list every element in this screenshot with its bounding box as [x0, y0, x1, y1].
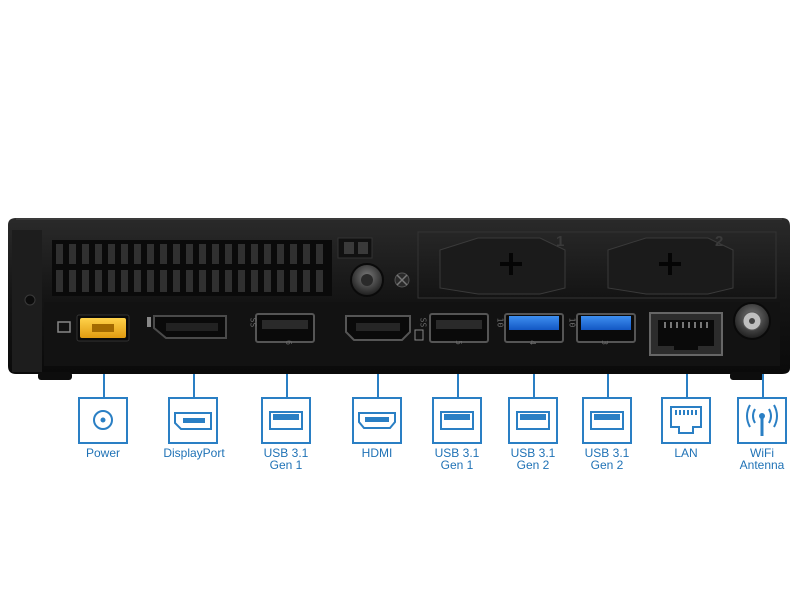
- label-wifi: WiFi Antenna: [707, 447, 800, 471]
- label-power: Power: [58, 447, 148, 459]
- label-line: Gen 1: [440, 458, 474, 472]
- gen2-mark-a: 10: [495, 317, 505, 328]
- label-line: USB 3.1: [510, 446, 556, 460]
- callout-line-usb3: [607, 374, 609, 397]
- label-line: Gen 2: [590, 458, 624, 472]
- callout-line-wifi: [762, 374, 764, 397]
- label-usb3: USB 3.1 Gen 2: [562, 447, 652, 471]
- gen2-mark-b: 10: [567, 317, 577, 328]
- label-lan: LAN: [641, 447, 731, 459]
- label-line: DisplayPort: [163, 446, 225, 460]
- usb-mark-4: 4: [527, 340, 537, 345]
- label-line: LAN: [674, 446, 698, 460]
- bay-number-1: 1: [556, 233, 565, 250]
- label-line: HDMI: [361, 446, 393, 460]
- ss-mark-b: SS: [418, 317, 428, 328]
- label-line: Antenna: [739, 458, 785, 472]
- label-usb4: USB 3.1 Gen 2: [488, 447, 578, 471]
- wifi-antenna-icon: [737, 397, 787, 444]
- callout-line-usb4: [533, 374, 535, 397]
- label-line: USB 3.1: [584, 446, 630, 460]
- usb-port-icon: [261, 397, 311, 444]
- label-line: USB 3.1: [263, 446, 309, 460]
- callout-line-usb5: [457, 374, 459, 397]
- label-line: Power: [85, 446, 120, 460]
- usb-mark-6: 6: [283, 340, 293, 345]
- callout-line-displayport: [193, 374, 195, 397]
- callout-line-hdmi: [377, 374, 379, 397]
- usb-mark-5: 5: [453, 340, 463, 345]
- label-line: Gen 2: [516, 458, 550, 472]
- usb-port-icon: [582, 397, 632, 444]
- label-line: Gen 1: [269, 458, 303, 472]
- label-displayport: DisplayPort: [149, 447, 239, 459]
- label-usb5: USB 3.1 Gen 1: [412, 447, 502, 471]
- label-usb6: USB 3.1 Gen 1: [241, 447, 331, 471]
- callout-line-usb6: [286, 374, 288, 397]
- vent-slots: [56, 244, 323, 292]
- usb-port-icon: [508, 397, 558, 444]
- displayport-icon: [168, 397, 218, 444]
- hdmi-port-icon: [352, 397, 402, 444]
- ethernet-port-icon: [661, 397, 711, 444]
- bay-number-2: 2: [715, 233, 724, 250]
- callout-line-power: [103, 374, 105, 397]
- power-plug-icon: [78, 397, 128, 444]
- usb-mark-3: 3: [599, 340, 609, 345]
- label-hdmi: HDMI: [332, 447, 422, 459]
- label-line: USB 3.1: [434, 446, 480, 460]
- label-line: WiFi: [750, 446, 774, 460]
- ss-mark-a: SS: [248, 317, 258, 328]
- callout-line-lan: [686, 374, 688, 397]
- usb-port-icon: [432, 397, 482, 444]
- mini-pc-rear-panel: [8, 218, 790, 380]
